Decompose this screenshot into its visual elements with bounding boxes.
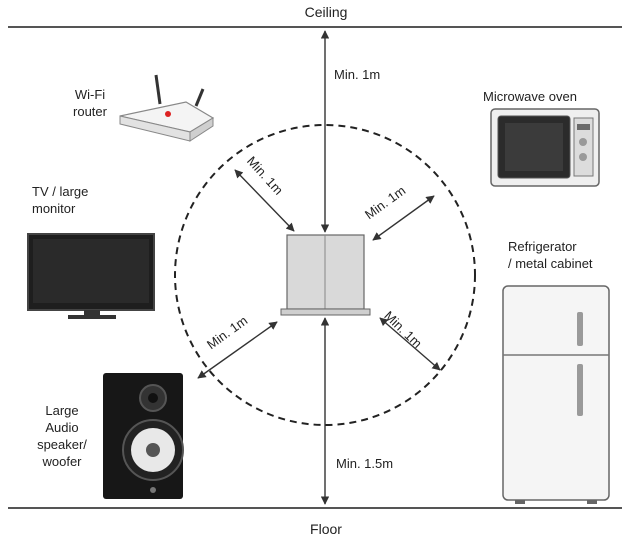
wifi-router-label: Wi-Fi router [73, 87, 107, 119]
tv-monitor-label: TV / large monitor [32, 184, 89, 216]
arrow-upper-left [234, 169, 295, 232]
arrow-lower-right [379, 317, 441, 371]
distance-down-label: Min. 1.5m [336, 456, 394, 471]
refrigerator-label: Refrigerator / metal cabinet [508, 239, 593, 271]
tv-monitor-icon [27, 233, 155, 319]
microwave-icon [490, 108, 600, 187]
arrow-upper-right [372, 195, 435, 241]
ceiling-label: Ceiling [304, 4, 348, 20]
device-box-icon [280, 234, 371, 316]
microwave-label: Microwave oven [483, 89, 577, 104]
distance-up-label: Min. 1m [334, 67, 381, 82]
floor-label: Floor [310, 521, 342, 537]
refrigerator-icon [502, 285, 610, 504]
speaker-icon [103, 373, 184, 499]
clearance-circle [174, 124, 476, 426]
wifi-router-icon [119, 74, 215, 142]
speaker-label: Large Audio speaker/ woofer [37, 403, 87, 469]
arrow-lower-left [197, 321, 278, 379]
